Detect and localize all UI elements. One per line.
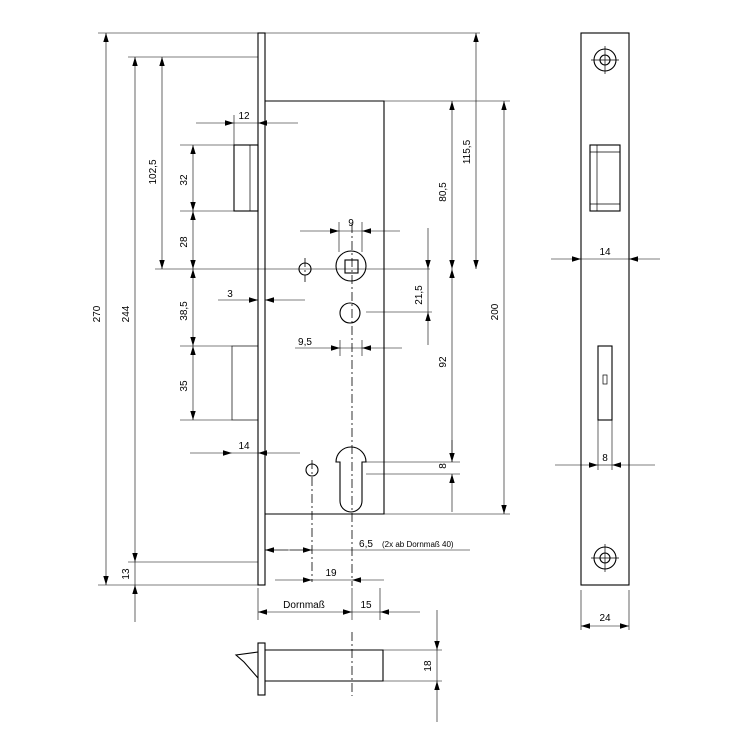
dim-92: 92 (438, 356, 449, 368)
dim-6-5: 6,5 (359, 539, 373, 550)
forend-face (580, 32, 630, 586)
dim-15: 15 (360, 600, 372, 611)
dim-32: 32 (179, 174, 190, 186)
bolt-latch (234, 651, 259, 679)
dim-200: 200 (490, 303, 501, 320)
dim-9-5: 9,5 (298, 337, 312, 348)
dim-115-5: 115,5 (462, 139, 473, 164)
dim-244: 244 (121, 305, 132, 322)
bolt-body (265, 649, 384, 682)
forend-front-view (551, 32, 660, 630)
lock-case (265, 100, 385, 515)
cylinder-cutout (335, 446, 367, 513)
dim-14-face: 14 (599, 247, 611, 258)
dim-dornmass: Dornmaß (283, 600, 325, 611)
dim-270: 270 (92, 305, 103, 322)
follower-hub (335, 250, 367, 282)
dim-24: 24 (599, 613, 611, 624)
dim-80-5: 80,5 (438, 182, 449, 202)
bolt-top-view (234, 610, 442, 722)
dim-19: 19 (325, 568, 337, 579)
extension-lines (98, 32, 510, 620)
dim-14-side: 14 (238, 441, 250, 452)
dim-9: 9 (348, 218, 354, 229)
bolt-forend (257, 642, 266, 696)
lock-side-view (231, 32, 385, 586)
dim-12: 12 (238, 111, 250, 122)
dead-bolt (231, 345, 259, 421)
forend-plate (257, 32, 266, 586)
dim-3: 3 (227, 289, 233, 300)
switch-hole (339, 302, 361, 324)
dim-102-5: 102,5 (148, 159, 159, 184)
dim-18: 18 (423, 660, 434, 672)
latch-bolt (233, 144, 259, 212)
dim-35: 35 (179, 380, 190, 392)
latch-opening (589, 144, 621, 212)
dimension-lines (103, 33, 507, 622)
dim-13: 13 (121, 568, 132, 580)
follower-square (344, 259, 359, 274)
dimension-labels: 270 244 13 102,5 32 28 38,5 35 12 3 14 9… (92, 111, 611, 672)
dim-21-5: 21,5 (414, 285, 425, 305)
bolt-opening (597, 345, 613, 421)
dim-8-side: 8 (438, 463, 449, 469)
dim-38-5: 38,5 (179, 301, 190, 321)
dim-28: 28 (179, 236, 190, 248)
dim-6-5-note: (2x ab Dornmaß 40) (382, 540, 454, 549)
dim-8-face: 8 (602, 453, 608, 464)
